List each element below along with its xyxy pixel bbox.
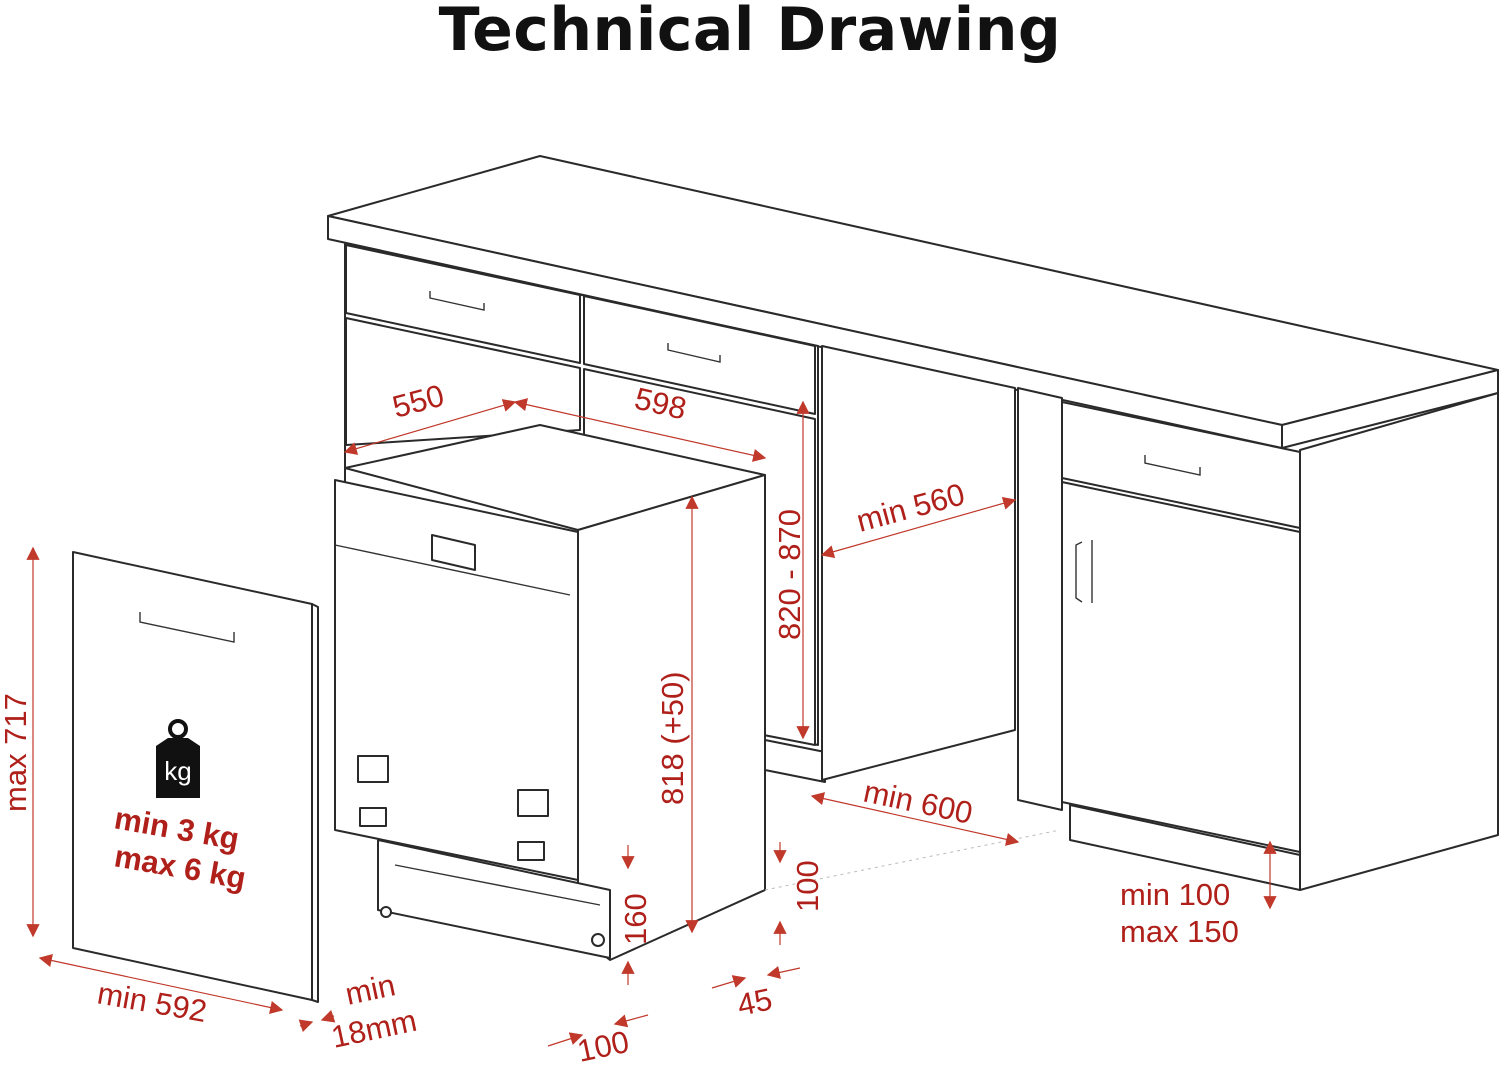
right-cabinet-side — [1017, 387, 1063, 811]
dishwasher-panel-cutout-3 — [359, 807, 387, 827]
niche-width-label: min 600 — [861, 774, 976, 831]
depth-line — [343, 399, 517, 455]
thickness-arrow-right — [320, 1009, 336, 1023]
plinth-range-label-min: min 100 — [1120, 877, 1230, 912]
niche-width-line — [810, 792, 1020, 846]
thickness-arrow-left — [298, 1019, 314, 1033]
dishwasher-base — [377, 839, 611, 959]
dishwasher-front — [334, 479, 579, 881]
panel-thickness-label-a: min — [342, 967, 398, 1012]
panel-thickness-label-b: 18mm — [328, 1003, 420, 1055]
dimension-lines — [26, 398, 1277, 1047]
weight-icon-label: kg — [164, 756, 191, 786]
drawer-front-1 — [345, 244, 581, 364]
floor-guide-line — [764, 829, 1061, 891]
dishwasher-foot-right — [591, 933, 605, 947]
panel-height-label: max 717 — [0, 693, 33, 812]
dishwasher-front-strip — [334, 544, 571, 596]
right-door-handle — [1075, 540, 1093, 603]
drawer-handle-1 — [429, 291, 485, 311]
gap-arrow-left — [711, 975, 747, 989]
dishwasher-base-rail — [394, 864, 601, 906]
drawer-handle-2 — [667, 343, 721, 363]
dishwasher — [334, 424, 1061, 961]
right-drawer-front — [1061, 401, 1301, 529]
panel-width-label: min 592 — [95, 975, 210, 1029]
dishwasher-panel-cutout-4 — [517, 841, 545, 861]
decor-panel-handle — [139, 612, 235, 643]
plinth-height-label: 160 — [618, 893, 653, 945]
width-line — [513, 398, 767, 462]
right-door-front — [1061, 481, 1301, 853]
niche-height-label: 820 - 870 — [772, 509, 807, 640]
decor-panel: kg min 3 kg max 6 kg — [72, 551, 319, 1003]
dishwasher-control-notch — [431, 534, 476, 571]
niche-depth-line — [820, 496, 1017, 559]
drawer-front-2 — [583, 295, 816, 415]
cabinet-side-panel — [764, 739, 826, 783]
right-cabinet-plinth — [1069, 804, 1301, 891]
dishwasher-foot-left — [380, 906, 392, 918]
panel-width-line — [38, 954, 284, 1014]
right-cabinet-end — [1299, 392, 1499, 891]
niche-back-panel — [821, 345, 1016, 781]
dishwasher-panel-cutout-2 — [517, 789, 549, 817]
plinth-gap-label: 45 — [734, 981, 775, 1022]
gap-arrow-right — [766, 966, 801, 979]
plinth-offset-label: 100 — [790, 860, 825, 912]
appliance-height-label: 818 (+50) — [655, 671, 690, 805]
foot-depth-arrow-right — [613, 1014, 649, 1028]
foot-depth-arrow-left — [547, 1032, 584, 1047]
dishwasher-panel-cutout-1 — [357, 755, 389, 783]
decor-panel-edge — [311, 603, 319, 1003]
foot-depth-label: 100 — [574, 1024, 632, 1068]
weight-icon: kg — [156, 719, 200, 798]
right-drawer-handle — [1144, 455, 1201, 476]
page-title: Technical Drawing — [438, 0, 1062, 65]
plinth-range-label-max: max 150 — [1120, 914, 1239, 949]
